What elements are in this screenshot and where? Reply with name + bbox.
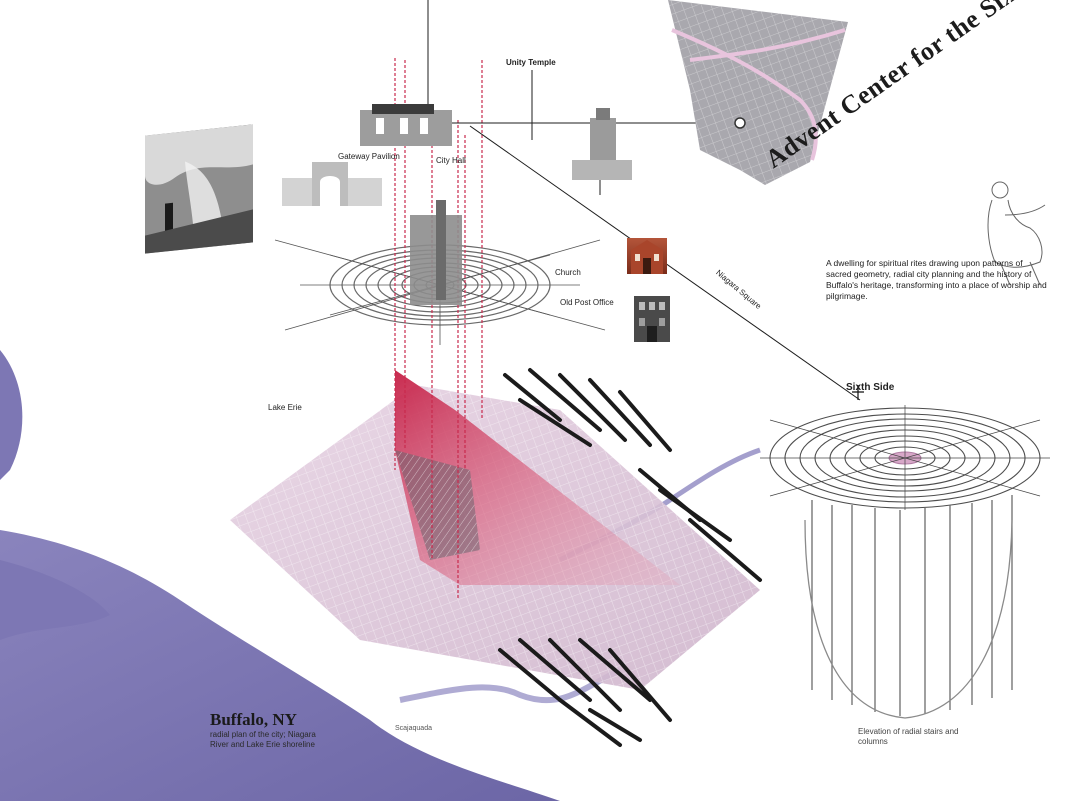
lake-erie xyxy=(0,530,560,801)
villa-icon xyxy=(360,104,452,146)
central-building xyxy=(410,200,462,305)
locator-map-grid xyxy=(668,0,848,185)
callout-tower: City Hall xyxy=(436,156,466,165)
radial-plan-right xyxy=(760,405,1050,510)
location-caption: radial plan of the city; Niagara River a… xyxy=(210,730,316,749)
locator-dot-icon xyxy=(734,117,746,129)
niagara-river-left xyxy=(0,350,23,480)
city-plane xyxy=(230,370,760,690)
callout-river: Scajaquada xyxy=(395,725,432,732)
locator-map-roads xyxy=(671,28,846,161)
locator-map xyxy=(668,0,848,185)
callout-elevation: Elevation of radial stairs and columns xyxy=(858,727,959,746)
callout-gateway: Gateway Pavilion xyxy=(338,152,400,161)
pin-marker xyxy=(852,385,864,400)
callout-mid: Sixth Side xyxy=(846,382,895,393)
tower-icon xyxy=(572,108,632,180)
callout-left: Lake Erie xyxy=(268,403,302,412)
dark-building-icon xyxy=(634,296,670,342)
niagara-falls-photo-icon xyxy=(145,124,253,254)
street-hatch xyxy=(498,368,762,747)
callout-top: Unity Temple xyxy=(506,58,556,67)
dark-wedge-grid xyxy=(395,450,480,560)
statue-icon xyxy=(987,181,1046,286)
callout-church: Church xyxy=(555,268,581,277)
red-church-icon xyxy=(627,238,667,274)
river-thin-2 xyxy=(399,667,622,704)
gate-icon xyxy=(282,162,382,206)
location-title: Buffalo, NY xyxy=(210,710,297,729)
water-bodies xyxy=(0,350,761,801)
river-band-lower xyxy=(0,560,110,640)
column-elevation xyxy=(804,495,1013,719)
callout-post-office: Old Post Office xyxy=(560,298,614,307)
project-description: A dwelling for spiritual rites drawing u… xyxy=(826,258,1047,301)
